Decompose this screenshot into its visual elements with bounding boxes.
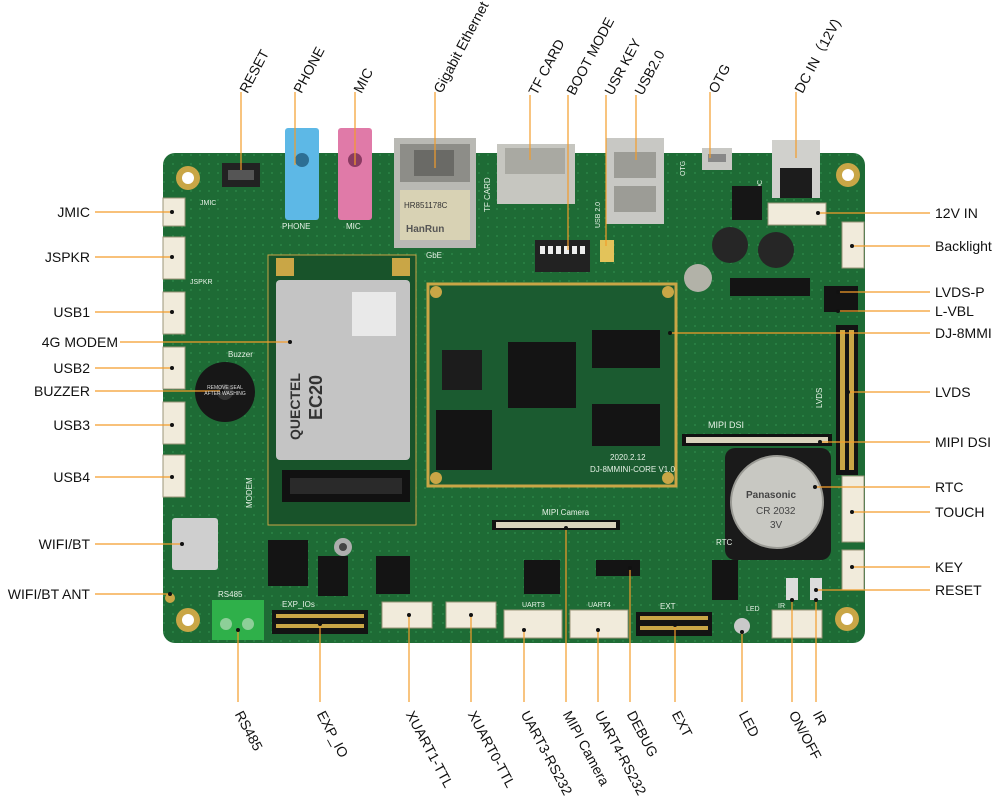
label-lvds: LVDS	[935, 384, 971, 400]
silk-uart3: UART3	[522, 602, 545, 609]
silk-ext: EXT	[660, 602, 676, 611]
label-reset-right: RESET	[935, 582, 982, 598]
silk-uart4: UART4	[588, 602, 611, 609]
soc-chip	[508, 342, 576, 408]
silk-tf: TF CARD	[483, 177, 492, 212]
silk-gbe: GbE	[426, 251, 442, 260]
mounting-holes	[176, 163, 860, 632]
usr-key	[600, 240, 614, 262]
left-connectors	[162, 197, 186, 498]
silk-ir: IR	[778, 603, 785, 610]
silk-mic: MIC	[346, 222, 361, 231]
boot-mode-dip	[535, 240, 590, 272]
battery-volt: 3V	[770, 520, 783, 531]
label-12v-in: 12V IN	[935, 205, 978, 221]
silk-usb20: USB 2.0	[595, 202, 602, 228]
core-date: 2020.2.12	[610, 453, 646, 462]
modem-model: EC20	[306, 375, 326, 420]
silk-lvds: LVDS	[815, 388, 824, 408]
label-mipi-dsi: MIPI DSI	[935, 434, 992, 450]
label-rtc: RTC	[935, 479, 964, 495]
led	[734, 618, 750, 634]
label-buzzer: BUZZER	[34, 383, 90, 399]
silk-dc: DC	[757, 180, 764, 190]
silk-mipi-dsi: MIPI DSI	[708, 420, 744, 430]
battery-model: CR 2032	[756, 506, 796, 517]
label-l-vbl: L-VBL	[935, 303, 974, 319]
leader-lines	[95, 92, 930, 702]
label-usb4: USB4	[53, 469, 90, 485]
label-usb1: USB1	[53, 304, 90, 320]
leader-dots	[168, 210, 854, 634]
silk-buzzer: Buzzer	[228, 350, 253, 359]
core-name: DJ-8MMINI-CORE V1.0	[590, 465, 675, 474]
label-wifi-bt-ant: WIFI/BT ANT	[7, 586, 90, 602]
lvds-p-jumper	[824, 286, 858, 312]
silk-jmic: JMIC	[200, 200, 216, 207]
label-lvds-p: LVDS-P	[935, 284, 985, 300]
label-touch: TOUCH	[935, 504, 985, 520]
silk-otg: OTG	[680, 161, 687, 176]
silk-exp-io: EXP_IOs	[282, 600, 315, 609]
modem-brand: QUECTEL	[287, 373, 303, 440]
ir-onoff-switch	[786, 578, 798, 600]
wifi-module	[172, 518, 218, 570]
wifi-antenna	[165, 593, 175, 603]
rtc-battery	[730, 455, 824, 549]
misc-chips	[268, 540, 738, 600]
mic-jack	[338, 128, 372, 220]
label-dj-8mmi: DJ-8MMI	[935, 325, 992, 341]
silk-led: LED	[746, 606, 760, 613]
silk-jspkr: JSPKR	[190, 279, 213, 286]
silk-phone: PHONE	[282, 222, 310, 231]
label-4g-modem: 4G MODEM	[41, 334, 118, 350]
rtc-touch-connector	[841, 475, 865, 543]
label-jmic: JMIC	[57, 204, 90, 220]
buzzer-seal-text: REMOVE SEAL AFTER WASHING	[204, 385, 246, 397]
label-jspkr: JSPKR	[44, 249, 90, 265]
label-key: KEY	[935, 559, 964, 575]
silk-modem: MODEM	[245, 477, 254, 508]
key-connector	[841, 549, 865, 591]
12v-in-connector	[767, 202, 827, 226]
battery-brand: Panasonic	[746, 490, 796, 501]
eth-part: HR851178C	[404, 201, 448, 210]
phone-jack	[285, 128, 319, 220]
label-backlight: Backlight	[935, 238, 992, 254]
silk-rtc: RTC	[716, 538, 733, 547]
label-usb2: USB2	[53, 360, 90, 376]
capacitor	[712, 227, 748, 263]
silk-mipi-cam: MIPI Camera	[542, 508, 590, 517]
silk-rs485: RS485	[218, 590, 243, 599]
lvds-header	[836, 325, 858, 475]
eth-brand: HanRun	[406, 224, 444, 235]
label-wifi-bt: WIFI/BT	[38, 536, 90, 552]
label-usb3: USB3	[53, 417, 90, 433]
